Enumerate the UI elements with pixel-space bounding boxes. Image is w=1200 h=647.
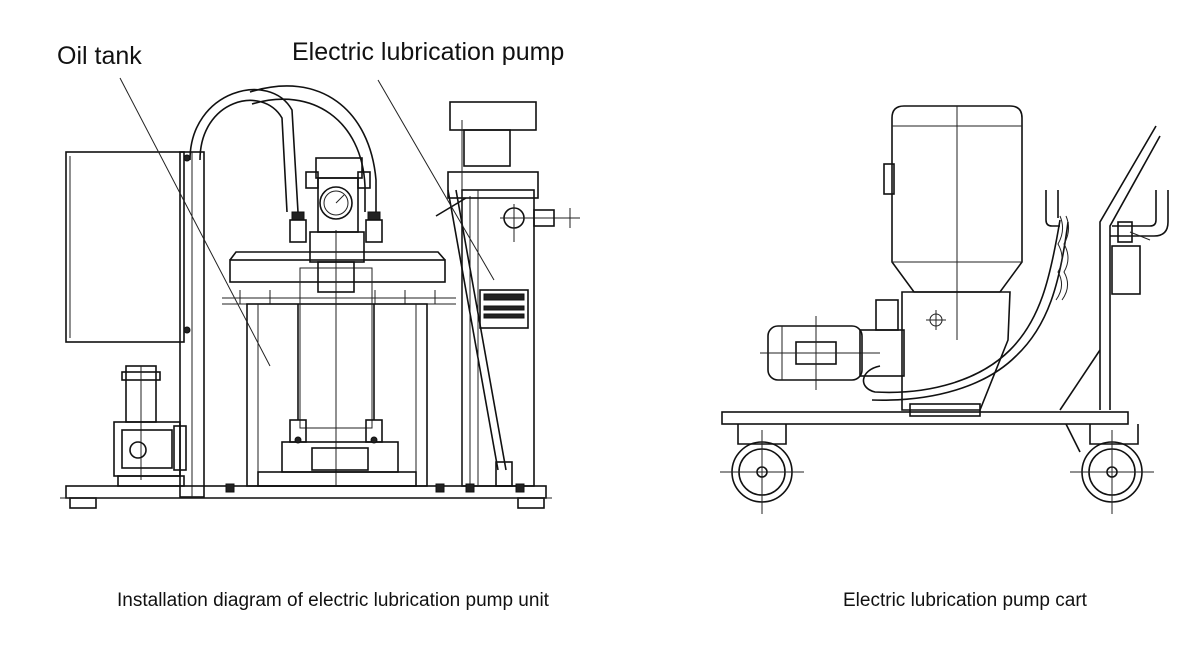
pressure-gauge [319,186,353,220]
hose-1 [189,88,299,213]
cart-handle [1099,125,1157,410]
pump-column [461,189,535,487]
leader-oil-tank [119,77,271,367]
cart-reservoir [891,105,1023,293]
nameplate [479,289,529,329]
pump-cart [720,105,1169,514]
cart-platform [721,411,1129,425]
leader-pump [377,79,495,281]
oil-tank-body [246,303,428,487]
hose-2 [249,85,377,212]
small-motor-unit [113,365,187,487]
tank-lid [229,259,446,283]
installation-diagram-caption: Installation diagram of electric lubrica… [117,590,549,611]
cart-pump-body [901,291,1011,411]
caster-right-mount [1089,424,1139,445]
pump-cart-caption: Electric lubrication pump cart [843,590,1087,611]
pump-head-top [449,101,537,131]
control-cabinet [65,151,185,343]
oil-tank-label: Oil tank [57,42,142,70]
coiled-hose [862,219,1061,394]
installation-diagram [60,77,580,509]
electric-pump-label: Electric lubrication pump [292,38,565,66]
